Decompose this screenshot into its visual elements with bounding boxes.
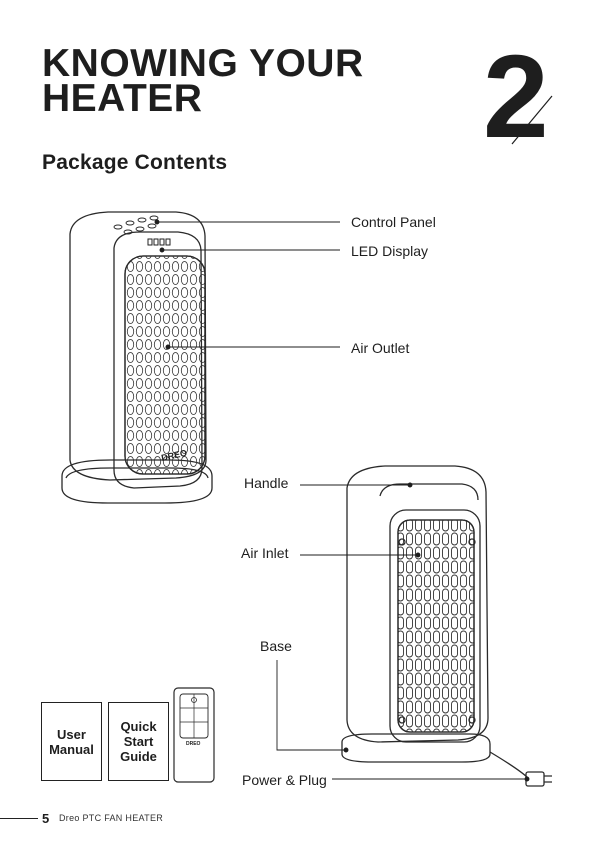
title-line-1: KNOWING YOUR bbox=[42, 46, 364, 81]
remote-logo: DREO bbox=[186, 741, 201, 747]
remote-drawing bbox=[174, 688, 214, 782]
callout-base: Base bbox=[260, 638, 292, 654]
callout-air-outlet: Air Outlet bbox=[351, 340, 409, 356]
quick-start-guide-label: Quick Start Guide bbox=[120, 719, 157, 764]
footer-product-name: Dreo PTC FAN HEATER bbox=[59, 813, 163, 823]
chapter-slash-decoration bbox=[508, 94, 556, 146]
footer-rule bbox=[0, 818, 38, 819]
user-manual-card: User Manual bbox=[41, 702, 102, 781]
title-line-2: HEATER bbox=[42, 81, 364, 116]
page-title: KNOWING YOUR HEATER bbox=[42, 46, 364, 116]
quick-start-guide-card: Quick Start Guide bbox=[108, 702, 169, 781]
callout-control-panel: Control Panel bbox=[351, 214, 436, 230]
callout-power-plug: Power & Plug bbox=[242, 772, 327, 788]
section-title: Package Contents bbox=[42, 151, 227, 175]
user-manual-label: User Manual bbox=[49, 727, 94, 757]
callout-handle: Handle bbox=[244, 475, 288, 491]
page-number: 5 bbox=[42, 811, 49, 826]
front-heater-drawing bbox=[62, 212, 212, 503]
callout-led-display: LED Display bbox=[351, 243, 428, 259]
callout-air-inlet: Air Inlet bbox=[241, 545, 288, 561]
back-heater-drawing bbox=[342, 466, 552, 786]
